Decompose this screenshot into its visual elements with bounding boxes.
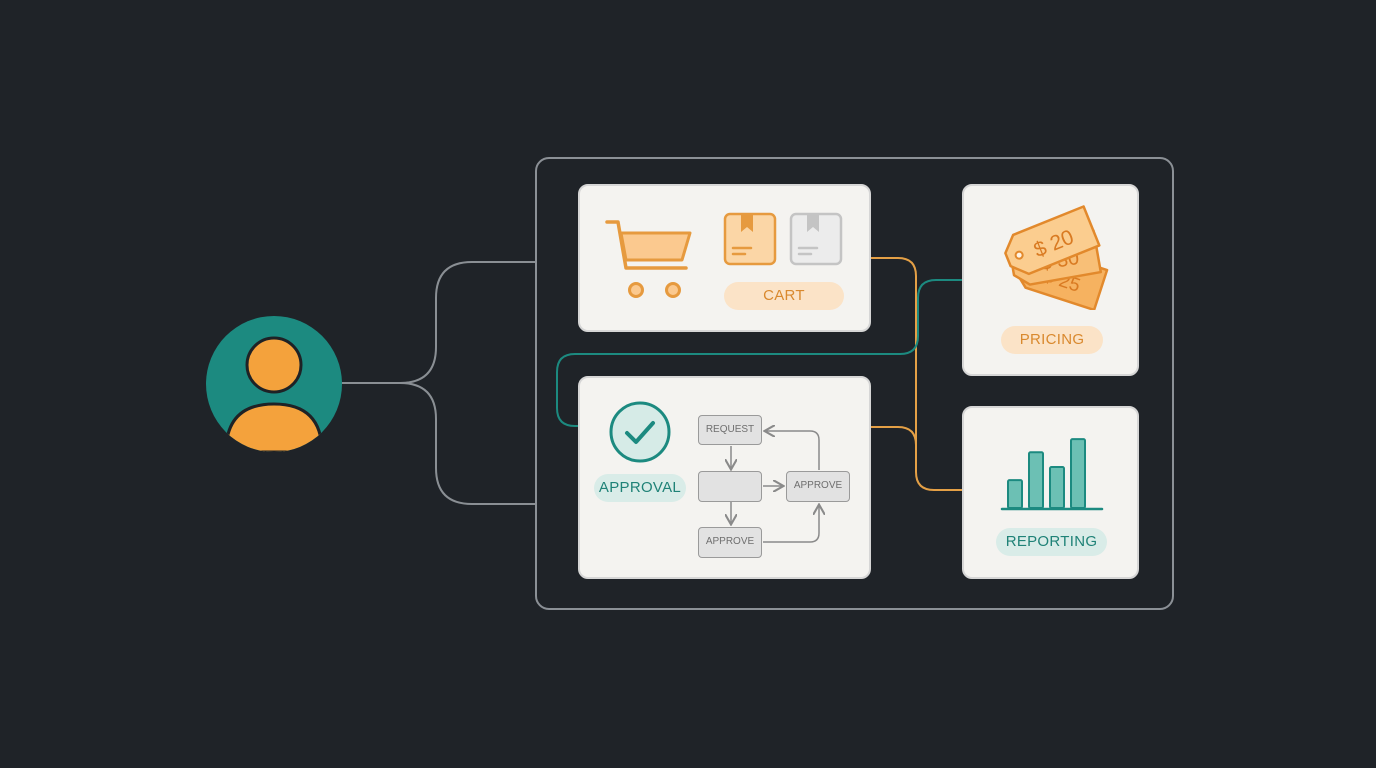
package-icon-inactive bbox=[789, 212, 843, 266]
cart-label: CART bbox=[724, 282, 844, 310]
connector-cart-reporting bbox=[870, 257, 962, 491]
check-circle-icon bbox=[609, 401, 671, 463]
reporting-card[interactable]: REPORTING bbox=[962, 406, 1139, 579]
price-tag-icon: $ 25 $ 30 $ 20 bbox=[1004, 205, 1109, 310]
flow-arrows bbox=[690, 398, 870, 543]
flow-blank-box bbox=[698, 471, 762, 502]
connector-user-top bbox=[342, 261, 535, 384]
system-container bbox=[535, 157, 1174, 610]
flow-approve-bottom-box: APPROVE bbox=[698, 527, 762, 558]
pricing-card[interactable]: $ 25 $ 30 $ 20 PRICING bbox=[962, 184, 1139, 376]
flow-request-box: REQUEST bbox=[698, 415, 762, 445]
approval-card[interactable]: APPROVAL REQUEST APPROVE APPROVE bbox=[578, 376, 871, 579]
connector-pricing-approval bbox=[556, 279, 962, 427]
shopping-cart-icon bbox=[605, 220, 692, 298]
bar-3 bbox=[1049, 466, 1065, 509]
package-icon bbox=[723, 212, 777, 266]
approval-label: APPROVAL bbox=[594, 474, 686, 502]
bar-2 bbox=[1028, 451, 1044, 509]
bar-chart-bars bbox=[1007, 438, 1086, 509]
bar-4 bbox=[1070, 438, 1086, 509]
cart-card[interactable]: CART bbox=[578, 184, 871, 332]
bar-1 bbox=[1007, 479, 1023, 509]
bar-chart-icon bbox=[1000, 438, 1104, 511]
flow-approve-right-box: APPROVE bbox=[786, 471, 850, 502]
connector-user-bottom bbox=[342, 382, 535, 505]
reporting-label: REPORTING bbox=[996, 528, 1107, 556]
person-avatar-icon bbox=[224, 336, 324, 452]
pricing-label: PRICING bbox=[1001, 326, 1103, 354]
connector-approval-reporting bbox=[870, 426, 917, 446]
user-avatar bbox=[206, 316, 342, 452]
